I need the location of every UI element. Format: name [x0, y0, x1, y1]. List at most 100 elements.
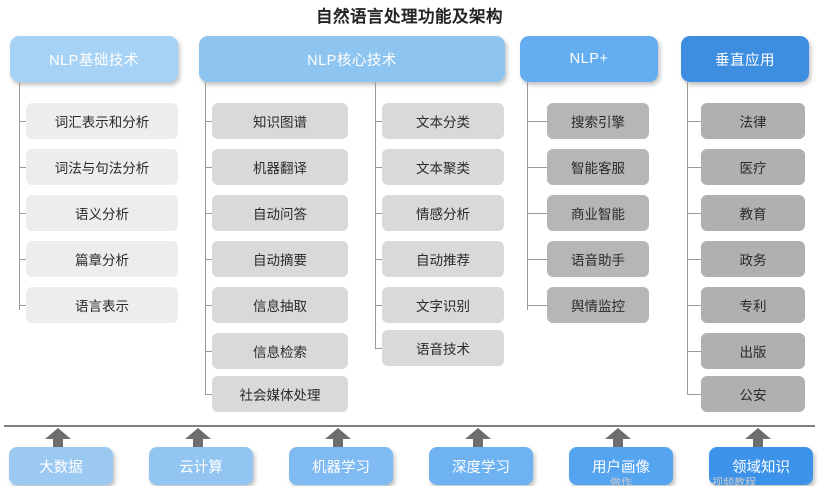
- branch-line: [687, 121, 711, 122]
- item-label: 语义分析: [75, 207, 129, 222]
- item-label: 机器翻译: [253, 161, 307, 176]
- item-box[interactable]: 知识图谱: [212, 103, 348, 139]
- item-box[interactable]: 语音助手: [547, 241, 649, 277]
- branch-line: [687, 351, 711, 352]
- up-arrow-icon: [45, 428, 71, 452]
- up-arrow-icon: [185, 428, 211, 452]
- foundation-box-ml[interactable]: 机器学习: [289, 447, 393, 485]
- item-box[interactable]: 机器翻译: [212, 149, 348, 185]
- column-header-label: NLP核心技术: [307, 52, 397, 69]
- up-arrow-icon: [745, 428, 771, 452]
- foundation-box-cloud[interactable]: 云计算: [149, 447, 253, 485]
- foundation-label: 用户画像: [592, 459, 650, 476]
- item-box[interactable]: 公安: [701, 376, 805, 412]
- branch-line: [527, 121, 551, 122]
- item-box[interactable]: 出版: [701, 333, 805, 369]
- foundation-box-bigdata[interactable]: 大数据: [9, 447, 113, 485]
- item-box[interactable]: 搜索引擎: [547, 103, 649, 139]
- item-box[interactable]: 社会媒体处理: [212, 376, 348, 412]
- item-label: 智能客服: [571, 161, 625, 176]
- item-label: 信息抽取: [253, 299, 307, 314]
- column-header-nlp-plus[interactable]: NLP+: [520, 36, 658, 82]
- item-label: 自动摘要: [253, 253, 307, 268]
- item-box[interactable]: 文本聚类: [382, 149, 504, 185]
- item-label: 商业智能: [571, 207, 625, 222]
- branch-line: [687, 305, 711, 306]
- item-label: 法律: [739, 115, 767, 130]
- branch-line: [687, 394, 711, 395]
- branch-line: [687, 167, 711, 168]
- item-box[interactable]: 信息检索: [212, 333, 348, 369]
- item-box[interactable]: 法律: [701, 103, 805, 139]
- item-label: 词汇表示和分析: [54, 115, 150, 130]
- trunk-line-col3: [527, 82, 528, 310]
- column-header-label: 垂直应用: [715, 52, 775, 69]
- item-label: 语音助手: [571, 253, 625, 268]
- item-box[interactable]: 情感分析: [382, 195, 504, 231]
- watermark-right: 视频教程: [712, 477, 756, 486]
- item-label: 语音技术: [416, 342, 470, 357]
- item-box[interactable]: 政务: [701, 241, 805, 277]
- item-box[interactable]: 词汇表示和分析: [26, 103, 178, 139]
- item-label: 政务: [739, 253, 767, 268]
- page-title: 自然语言处理功能及架构: [316, 8, 503, 26]
- column-header-vertical-apps[interactable]: 垂直应用: [681, 36, 809, 82]
- trunk-line-col4: [687, 82, 688, 394]
- column-header-nlp-basic[interactable]: NLP基础技术: [10, 36, 178, 82]
- branch-line: [527, 259, 551, 260]
- item-label: 专利: [739, 299, 767, 314]
- item-label: 知识图谱: [253, 115, 307, 130]
- item-label: 出版: [739, 345, 767, 360]
- item-box[interactable]: 语言表示: [26, 287, 178, 323]
- foundation-divider: [4, 425, 815, 427]
- item-box[interactable]: 专利: [701, 287, 805, 323]
- foundation-label: 机器学习: [312, 459, 370, 476]
- item-label: 文字识别: [416, 299, 470, 314]
- item-box[interactable]: 医疗: [701, 149, 805, 185]
- item-label: 社会媒体处理: [239, 388, 321, 403]
- foundation-box-dl[interactable]: 深度学习: [429, 447, 533, 485]
- item-label: 信息检索: [253, 345, 307, 360]
- item-label: 文本聚类: [416, 161, 470, 176]
- column-header-nlp-core[interactable]: NLP核心技术: [199, 36, 505, 82]
- item-box[interactable]: 语义分析: [26, 195, 178, 231]
- trunk-line-col1: [19, 82, 20, 310]
- item-label: 篇章分析: [75, 253, 129, 268]
- item-label: 搜索引擎: [571, 115, 625, 130]
- foundation-label: 领域知识: [732, 459, 790, 476]
- item-label: 自动问答: [253, 207, 307, 222]
- item-box[interactable]: 文本分类: [382, 103, 504, 139]
- item-box[interactable]: 智能客服: [547, 149, 649, 185]
- branch-line: [527, 167, 551, 168]
- item-box[interactable]: 文字识别: [382, 287, 504, 323]
- item-box[interactable]: 自动问答: [212, 195, 348, 231]
- item-box[interactable]: 教育: [701, 195, 805, 231]
- item-box[interactable]: 信息抽取: [212, 287, 348, 323]
- foundation-label: 深度学习: [452, 459, 510, 476]
- item-label: 语言表示: [75, 299, 129, 314]
- item-label: 教育: [739, 207, 767, 222]
- foundation-box-domain-knowledge[interactable]: 领域知识: [709, 447, 813, 485]
- item-label: 自动推荐: [416, 253, 470, 268]
- branch-line: [527, 305, 551, 306]
- item-box[interactable]: 商业智能: [547, 195, 649, 231]
- item-label: 医疗: [739, 161, 767, 176]
- item-label: 舆情监控: [571, 299, 625, 314]
- item-label: 词法与句法分析: [54, 161, 150, 176]
- item-box[interactable]: 舆情监控: [547, 287, 649, 323]
- branch-line: [527, 213, 551, 214]
- branch-line: [687, 213, 711, 214]
- item-box[interactable]: 自动推荐: [382, 241, 504, 277]
- column-header-label: NLP+: [569, 51, 609, 67]
- foundation-label: 云计算: [179, 459, 223, 476]
- up-arrow-icon: [325, 428, 351, 452]
- item-box[interactable]: 自动摘要: [212, 241, 348, 277]
- item-box[interactable]: 篇章分析: [26, 241, 178, 277]
- item-box[interactable]: 词法与句法分析: [26, 149, 178, 185]
- item-label: 公安: [739, 388, 767, 403]
- foundation-label: 大数据: [39, 459, 83, 476]
- item-box[interactable]: 语音技术: [382, 330, 504, 366]
- foundation-box-user-profile[interactable]: 用户画像: [569, 447, 673, 485]
- watermark-left: 做作: [610, 477, 632, 486]
